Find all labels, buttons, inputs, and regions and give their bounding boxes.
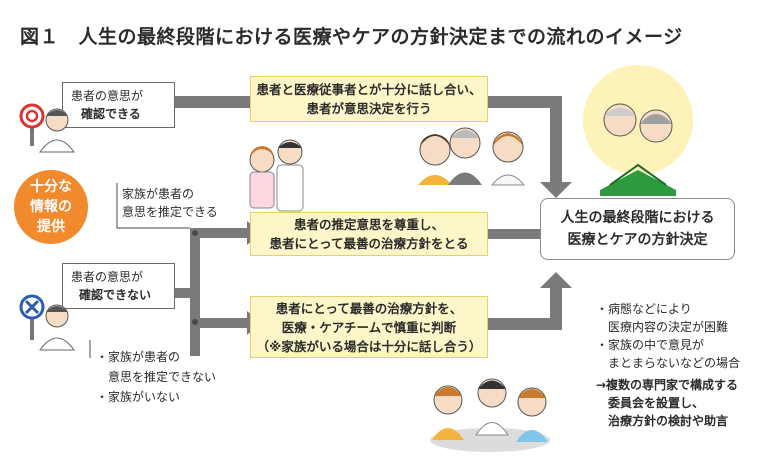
step-box-team-judgement: 患者にとって最善の治療方針を、 医療・ケアチームで慎重に判断 （※家族がいる場合… [250, 296, 488, 358]
family-can-estimate-label: 家族が患者の 意思を推定できる [122, 187, 218, 219]
info-provision-badge: 十分な 情報の 提供 [14, 170, 88, 244]
can-confirm-box: 患者の意思が 確認できる [62, 82, 175, 128]
step-box-estimated-will: 患者の推定意思を尊重し、 患者にとって最善の治療方針をとる [250, 212, 488, 256]
final-decision-box: 人生の最終段階における 医療とケアの方針決定 [540, 198, 735, 260]
cannot-confirm-box: 患者の意思が 確認できない [62, 263, 175, 309]
page-title: 図１ 人生の最終段階における医療やケアの方針決定までの流れのイメージ [20, 26, 683, 48]
step-box-patient-decides: 患者と医療従事者とが十分に話し合い、 患者が意思決定を行う [250, 76, 488, 122]
family-cannot-label: ・家族が患者の 意思を推定できない ・家族がいない [96, 350, 217, 404]
committee-notes: →複数の専門家で構成する 委員会を設置し、 治療方針の検討や助言 [596, 378, 739, 428]
difficult-case-notes: ・病態などにより 医療内容の決定が困難 ・家族の中で意見が まとまらないなどの場… [596, 302, 741, 370]
